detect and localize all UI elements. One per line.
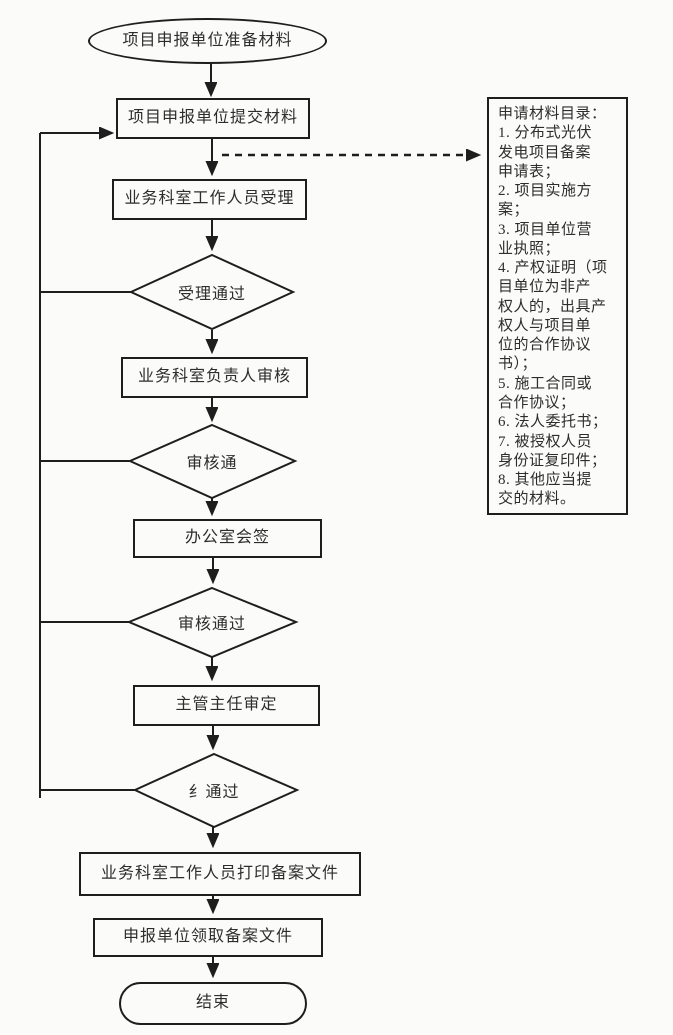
materials-panel: 申请材料目录： 1. 分布式光伏 发电项目备案 申请表； 2. 项目实施方 案；… bbox=[487, 97, 628, 515]
node-leader-review: 业务科室负责人审核 bbox=[121, 357, 308, 398]
node-office-countersign: 办公室会签 bbox=[133, 519, 322, 558]
node-staff-accept: 业务科室工作人员受理 bbox=[112, 179, 307, 220]
node-start: 项目申报单位准备材料 bbox=[88, 18, 327, 64]
node-director-approval: 主管主任审定 bbox=[133, 685, 320, 726]
decision1-label: 受理通过 bbox=[177, 286, 247, 303]
decision4-diamond bbox=[132, 752, 300, 829]
decision3-diamond bbox=[126, 586, 299, 659]
node-print-filing: 业务科室工作人员打印备案文件 bbox=[79, 852, 361, 896]
node-submit-materials: 项目申报单位提交材料 bbox=[116, 98, 310, 139]
decision2-diamond bbox=[127, 423, 298, 500]
decision2-label: 审核通 bbox=[186, 455, 238, 472]
decision4-label: 纟通过 bbox=[188, 784, 240, 801]
node-collect-filing: 申报单位领取备案文件 bbox=[93, 918, 323, 957]
node-end: 结束 bbox=[119, 982, 307, 1025]
decision3-label: 审核通过 bbox=[177, 616, 247, 633]
decision1-diamond bbox=[128, 253, 296, 331]
